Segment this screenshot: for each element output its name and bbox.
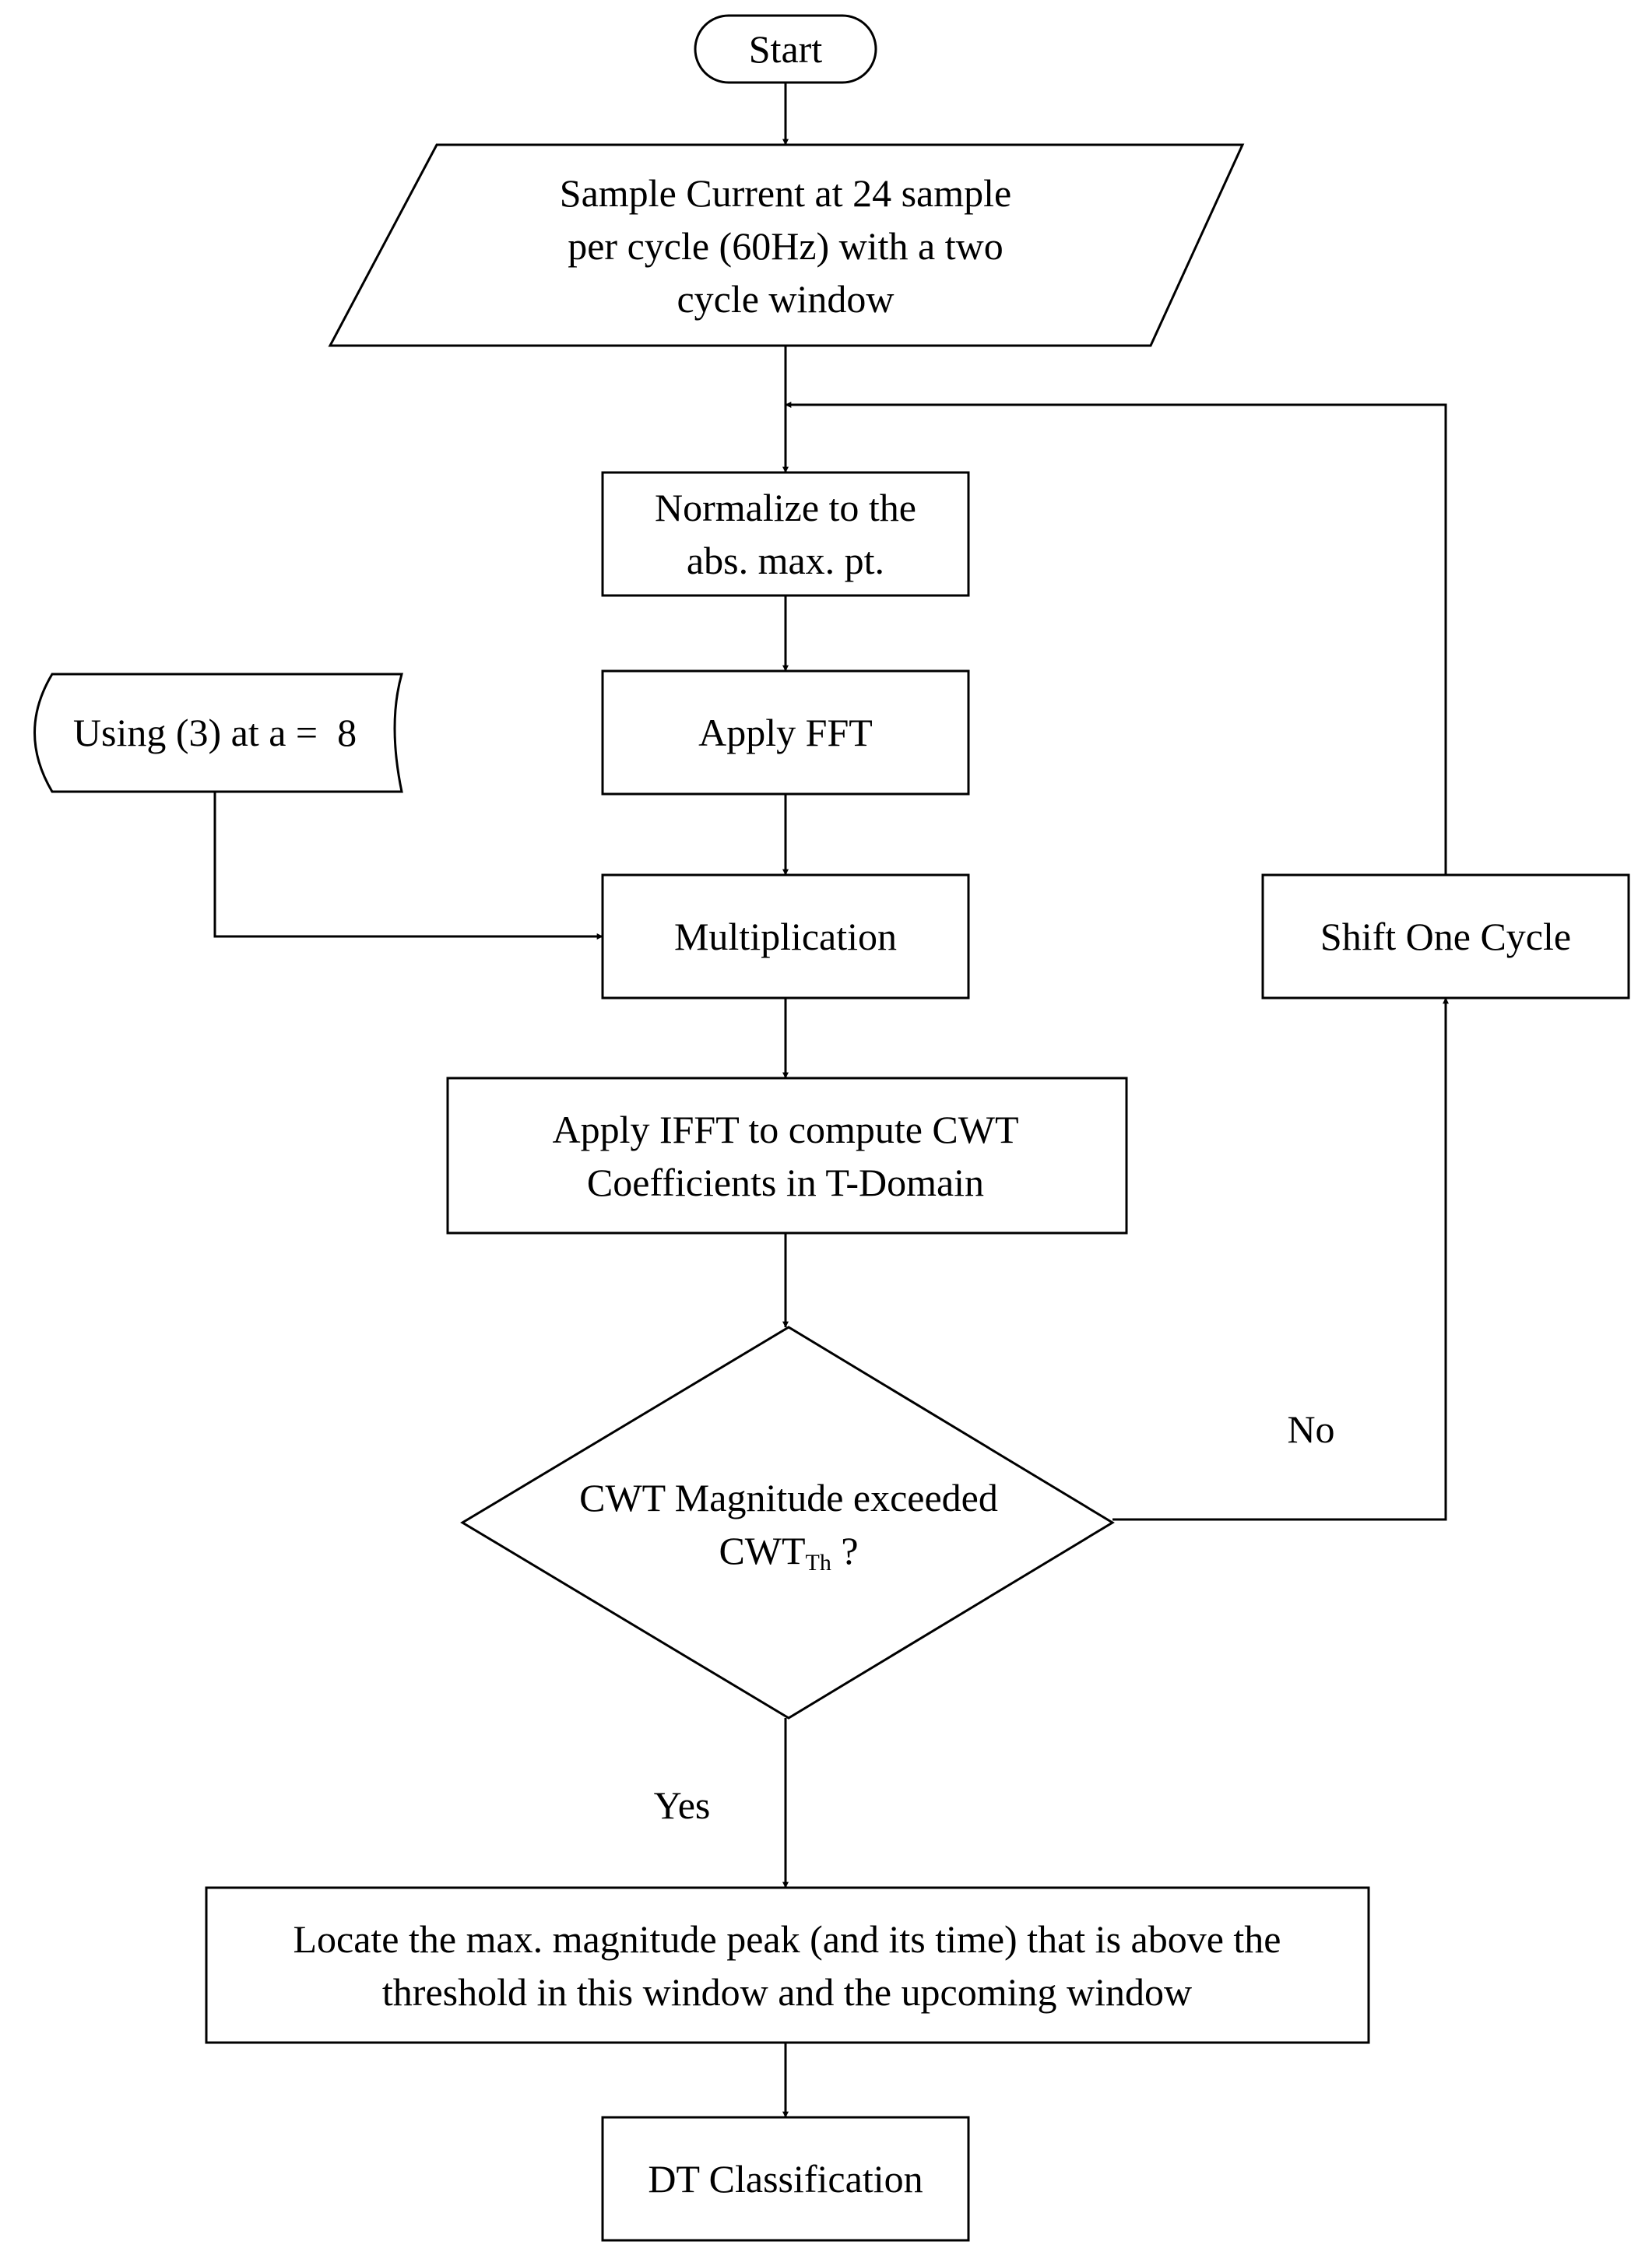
yes-branch-label: Yes (653, 1783, 711, 1827)
ifft-box (446, 1077, 1128, 1235)
decision-line-2: CWTTh ? (579, 1524, 998, 1577)
sample-line-2: per cycle (60Hz) with a two (568, 224, 1004, 268)
arrow-decision-no-to-shift (1112, 997, 1449, 1521)
ifft-line-2: Coefficients in T-Domain (586, 1161, 985, 1204)
arrow-using-to-multiplication (213, 792, 603, 940)
decision-diamond (460, 1326, 1115, 1720)
sample-parallelogram (328, 143, 1245, 347)
normalize-line-2: abs. max. pt. (686, 539, 885, 582)
normalize-label: Normalize to the abs. max. pt. (655, 481, 916, 587)
locate-line-1: Locate the max. magnitude peak (and its … (293, 1917, 1281, 1961)
decision-cwt-text: CWT (719, 1529, 806, 1572)
locate-box (205, 1886, 1370, 2044)
arrow-shift-loop-to-normalize (785, 402, 1447, 875)
decision-label: CWT Magnitude exceeded CWTTh ? (579, 1471, 998, 1577)
ifft-line-1: Apply IFFT to compute CWT (552, 1108, 1019, 1151)
classify-label: DT Classification (648, 2157, 923, 2201)
decision-threshold-subscript: Th (805, 1550, 831, 1576)
locate-label: Locate the max. magnitude peak (and its … (293, 1913, 1281, 2018)
using-label: Using (3) at a = 8 (72, 711, 357, 754)
decision-line-1: CWT Magnitude exceeded (579, 1476, 998, 1519)
sample-label: Sample Current at 24 sample per cycle (6… (560, 167, 1011, 325)
locate-line-2: threshold in this window and the upcomin… (381, 1970, 1193, 2014)
using-stored-data-shape (33, 673, 403, 793)
sample-line-3: cycle window (677, 277, 895, 321)
classify-box (601, 2116, 970, 2242)
shift-box (1261, 873, 1630, 1000)
decision-question-mark: ? (831, 1529, 859, 1572)
multiplication-label: Multiplication (673, 915, 898, 958)
fft-label: Apply FFT (698, 711, 873, 754)
ifft-label: Apply IFFT to compute CWT Coefficients i… (552, 1103, 1018, 1209)
normalize-box (601, 471, 970, 597)
shift-label: Shift One Cycle (1320, 915, 1572, 958)
no-branch-label: No (1287, 1407, 1335, 1451)
start-label: Start (748, 27, 823, 71)
normalize-line-1: Normalize to the (655, 486, 916, 529)
sample-line-1: Sample Current at 24 sample (559, 171, 1012, 215)
